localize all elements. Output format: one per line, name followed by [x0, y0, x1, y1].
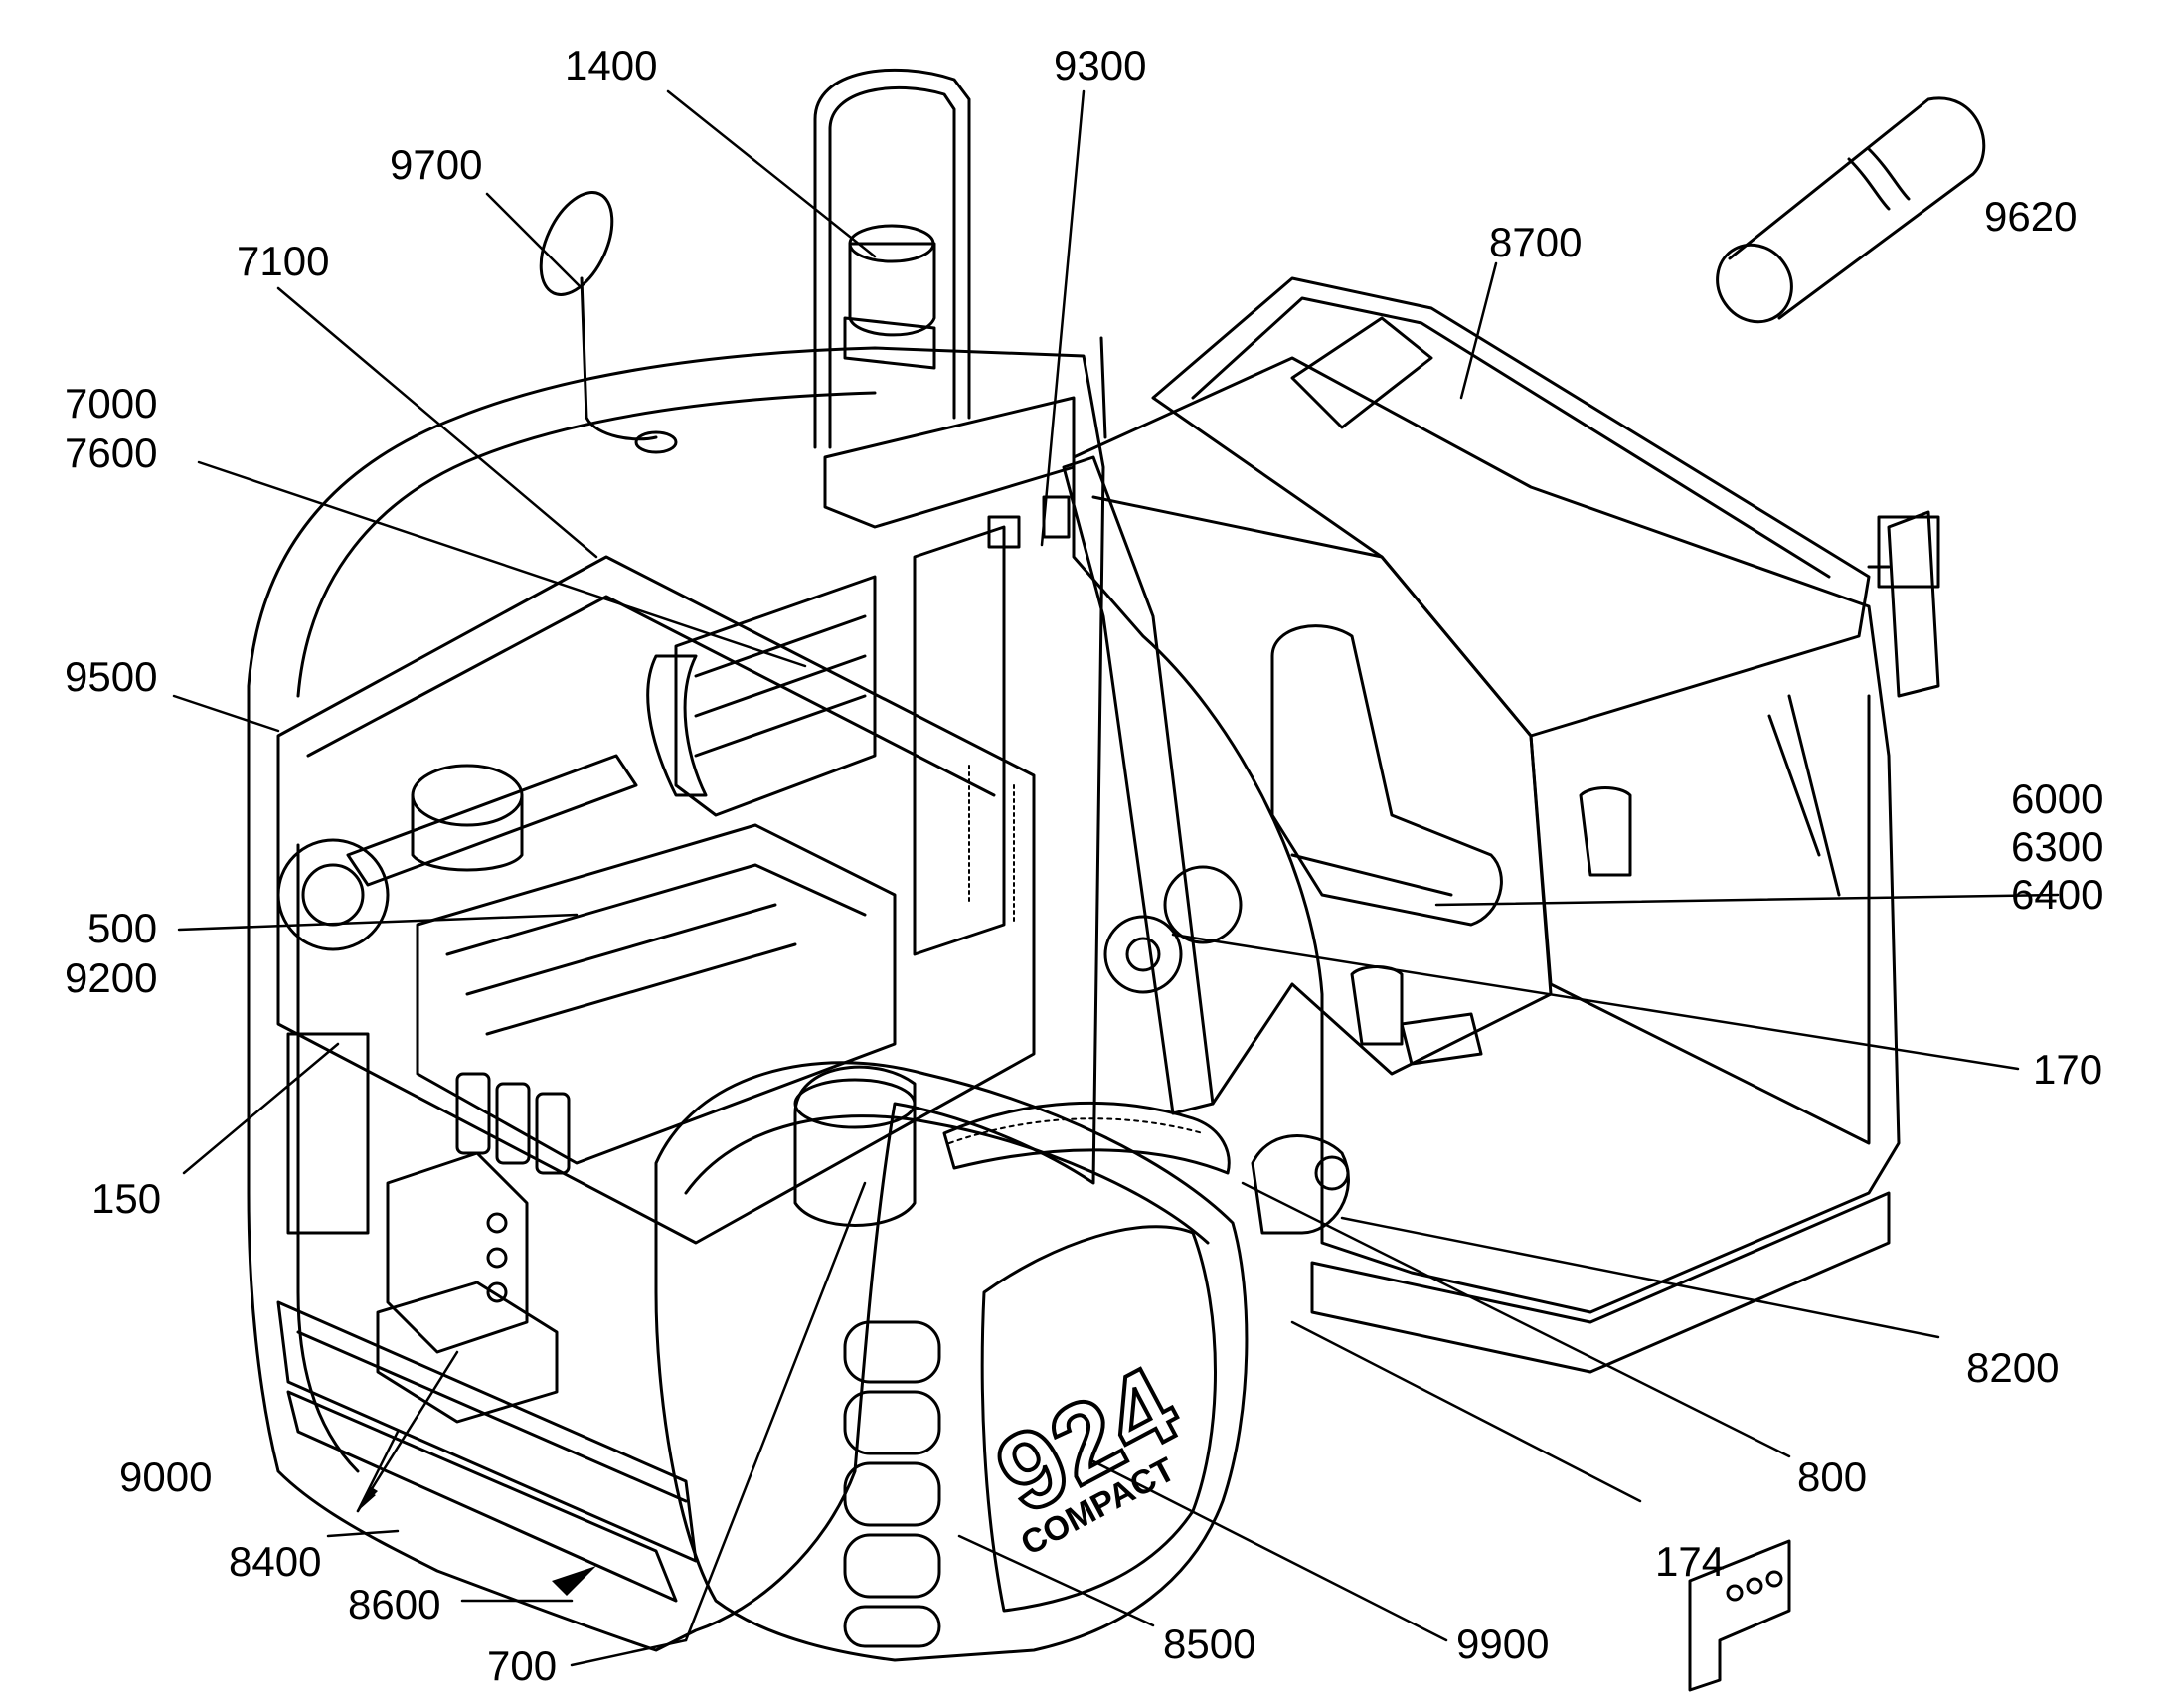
belt-guard [346, 754, 638, 887]
grille-slot [843, 1605, 941, 1648]
grille-slot [843, 1320, 941, 1384]
washer-tank [848, 242, 936, 337]
callout-500: 500 [87, 905, 157, 951]
callout-9900: 9900 [1456, 1621, 1549, 1667]
pivot-boss [1163, 865, 1243, 944]
callout-7000: 7000 [65, 380, 157, 427]
battery-tray [376, 1281, 559, 1424]
machine-body-outline [247, 346, 1105, 1652]
controller-box [386, 1151, 529, 1354]
engine-block [416, 823, 897, 1165]
grille-slot [843, 1533, 941, 1599]
callout-7100: 7100 [237, 238, 329, 284]
callout-6400: 6400 [2011, 871, 2103, 918]
callout-9700: 9700 [390, 141, 482, 188]
callout-8200: 8200 [1966, 1344, 2059, 1391]
roof-hatch [1290, 316, 1433, 429]
callout-9200: 9200 [65, 954, 157, 1001]
bracket-plate-part [1688, 1539, 1791, 1692]
cab-outline [1072, 356, 1901, 1314]
callout-9300: 9300 [1054, 42, 1146, 88]
callout-150: 150 [91, 1175, 161, 1222]
rops-frame [813, 68, 971, 449]
swing-bracket [1251, 1134, 1350, 1235]
callout-9620: 9620 [1984, 193, 2077, 240]
door-window [1091, 495, 1553, 1106]
relay-panel [823, 396, 1076, 529]
pivot-boss [1103, 915, 1183, 994]
callout-6300: 6300 [2011, 823, 2103, 870]
grille-slot [843, 1461, 941, 1527]
swing-ring-gear [942, 1101, 1231, 1175]
callout-9000: 9000 [119, 1453, 212, 1500]
callout-8600: 8600 [348, 1581, 440, 1627]
radiator-fan [276, 838, 390, 951]
antenna [1099, 336, 1107, 439]
ground-plate [286, 1390, 678, 1603]
engine-compartment-frame [276, 555, 1036, 1245]
engine-hood [654, 1061, 1249, 1662]
control-valve-bank [674, 575, 877, 817]
callout-1400: 1400 [565, 42, 657, 88]
callout-174: 174 [1655, 1538, 1725, 1585]
callout-8700: 8700 [1489, 219, 1582, 265]
side-mirror [1887, 510, 1940, 698]
cab-sill [1310, 1191, 1891, 1374]
callout-170: 170 [2033, 1046, 2102, 1093]
operator-seat [1270, 624, 1503, 927]
callout-7600: 7600 [65, 429, 157, 476]
left-bracket [286, 1032, 370, 1235]
callout-8400: 8400 [229, 1538, 321, 1585]
base-skirt [276, 1300, 698, 1563]
windshield-frame [1062, 455, 1215, 1115]
callout-800: 800 [1797, 1453, 1867, 1500]
left-joystick [1579, 786, 1632, 877]
side-panel-inner [296, 843, 360, 1473]
rolled-mat-part [1716, 96, 1986, 324]
callout-6000: 6000 [2011, 775, 2103, 822]
right-joystick [1350, 965, 1404, 1046]
hydraulic-tank [793, 1065, 917, 1227]
wiper-blade [1767, 694, 1841, 897]
cab-roof [1151, 276, 1871, 738]
exhaust-pipe [646, 654, 708, 797]
callout-700: 700 [487, 1642, 557, 1689]
callout-8500: 8500 [1163, 1621, 1255, 1667]
rear-mirror [539, 191, 614, 296]
callout-9500: 9500 [65, 653, 157, 700]
grille-slot [843, 1390, 941, 1455]
control-panel-column [913, 525, 1006, 956]
